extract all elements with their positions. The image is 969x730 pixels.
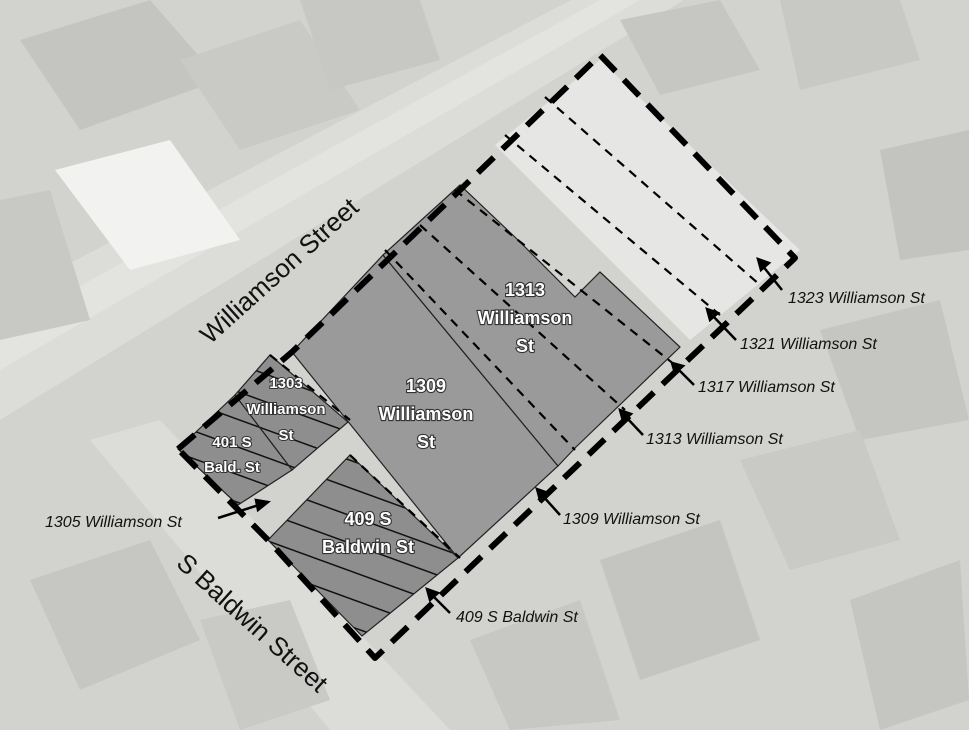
parcel-1303-line1: 1303 — [269, 375, 302, 392]
parcel-1309-label: 1309 Williamson St — [377, 375, 474, 453]
parcel-1313-line3: St — [516, 336, 534, 356]
callout-1321: 1321 Williamson St — [740, 336, 877, 353]
parcel-409-line1: 409 S — [344, 509, 391, 529]
parcel-401-line2: Bald. St — [204, 459, 260, 476]
callout-arrows — [217, 257, 783, 614]
site-boundary — [175, 52, 798, 661]
callout-1323: 1323 Williamson St — [788, 290, 925, 307]
parcel-409-hatch — [267, 454, 459, 637]
callout-409: 409 S Baldwin St — [456, 609, 578, 626]
parcel-1313-label: 1313 Williamson St — [476, 279, 573, 357]
parcel-1303-label: 1303 Williamson St — [245, 374, 326, 445]
parcel-401-line1: 401 S — [212, 434, 251, 451]
callout-labels: 1323 Williamson St 1321 Williamson St 13… — [45, 290, 925, 626]
callout-1313: 1313 Williamson St — [646, 431, 783, 448]
parcel-1303-line2: Williamson — [246, 401, 325, 418]
parcel-409-label: 409 S Baldwin St — [321, 508, 415, 558]
parcel-401-label: 401 S Bald. St — [203, 433, 261, 477]
parcel-1303-line3: St — [279, 427, 294, 444]
callout-1305: 1305 Williamson St — [45, 514, 182, 531]
parcel-409-line2: Baldwin St — [322, 537, 414, 557]
parcel-1309-line2: Williamson — [379, 404, 474, 424]
callout-1317: 1317 Williamson St — [698, 379, 835, 396]
callout-1309: 1309 Williamson St — [563, 511, 700, 528]
parcel-1309-line1: 1309 — [406, 376, 446, 396]
parcel-1313-line1: 1313 — [505, 280, 545, 300]
parcel-lines — [269, 96, 761, 559]
parcel-1309-line3: St — [417, 432, 435, 452]
parcel-1313-line2: Williamson — [478, 308, 573, 328]
